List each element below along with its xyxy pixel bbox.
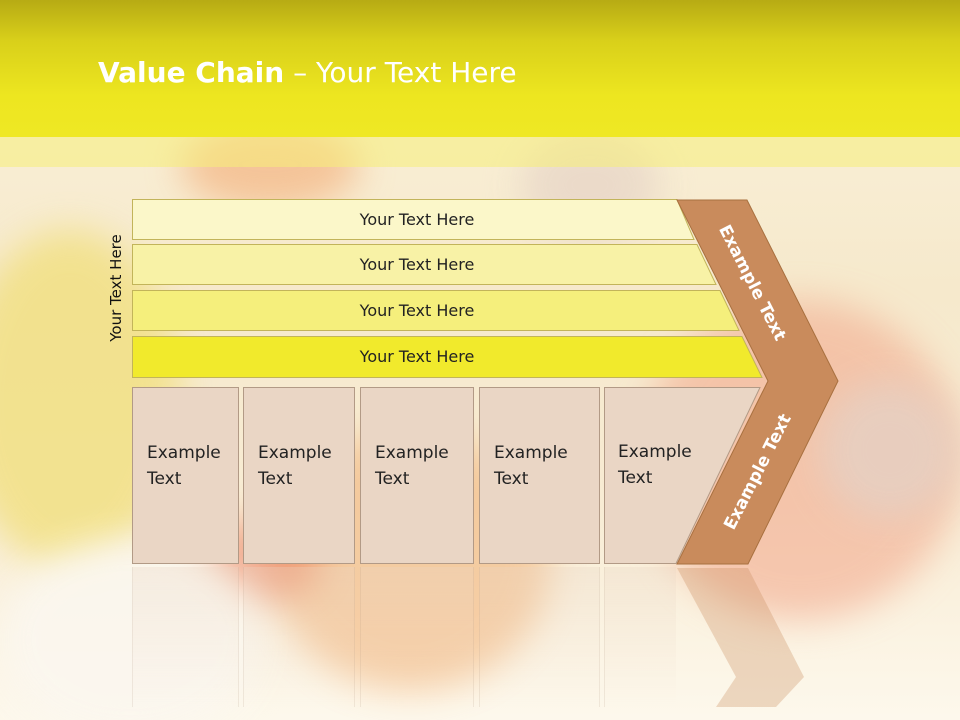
activity-box-5-line2: Text [618,468,653,488]
reflection-5 [604,567,676,707]
title-banner [0,0,960,137]
support-bar-1-label: Your Text Here [359,210,475,229]
title-band [0,137,960,167]
activity-box-2: Example Text [243,387,355,564]
activity-box-4: Example Text [479,387,600,564]
margin-chevron [676,199,842,569]
activity-box-3-line1: Example [375,443,449,463]
activity-box-1: Example Text [132,387,239,564]
reflection-3 [360,567,474,707]
title-bold: Value Chain [98,56,285,89]
activity-box-5-shape [604,387,764,569]
activity-box-4-line1: Example [494,443,568,463]
activity-box-2-line2: Text [258,469,293,489]
support-bar-2-label: Your Text Here [359,255,475,274]
activity-box-5-line1: Example [618,442,692,462]
support-bar-4-label: Your Text Here [359,347,475,366]
side-label: Your Text Here [107,234,125,342]
activity-box-4-line2: Text [494,469,529,489]
reflection-2 [243,567,355,707]
activity-box-1-line1: Example [147,443,221,463]
activity-box-2-line1: Example [258,443,332,463]
activity-box-1-line2: Text [147,469,182,489]
reflection-1 [132,567,239,707]
chevron-reflection [676,567,806,711]
slide-title: Value Chain – Your Text Here [98,56,517,89]
activity-box-3-line2: Text [375,469,410,489]
activity-box-5: Example Text [604,387,714,564]
reflection-4 [479,567,600,707]
activity-box-3: Example Text [360,387,474,564]
support-bar-3-label: Your Text Here [359,301,475,320]
title-rest: – Your Text Here [284,56,517,89]
